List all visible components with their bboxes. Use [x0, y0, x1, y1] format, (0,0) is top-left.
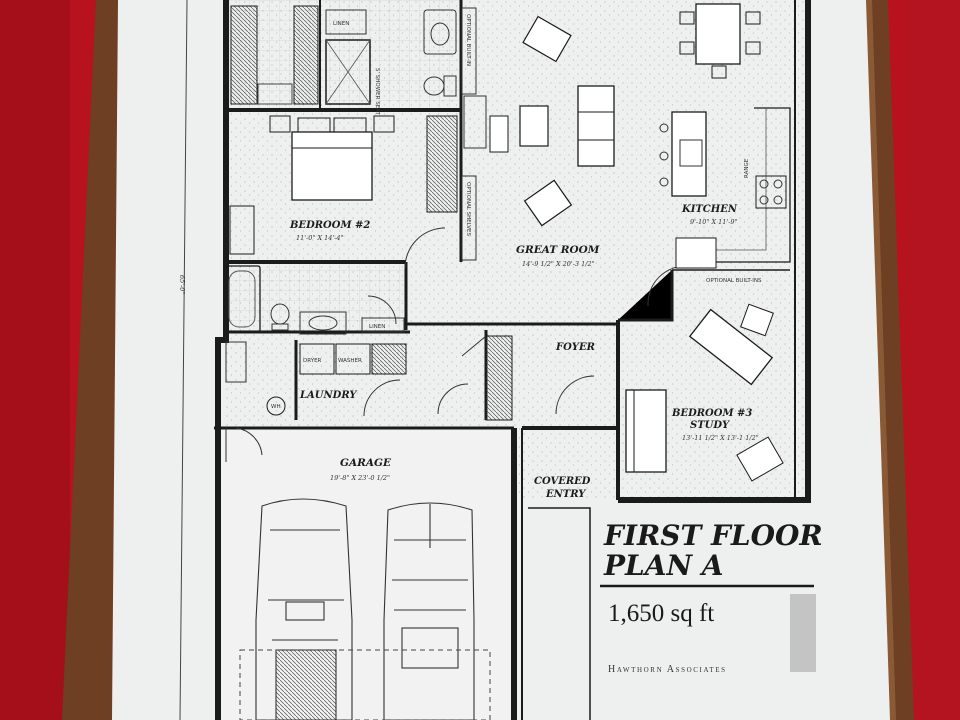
plan-title-line1: FIRST FLOOR — [603, 519, 823, 552]
bedroom3-label-line1: BEDROOM #3 — [671, 408, 752, 419]
covered-entry-label-line2: ENTRY — [545, 489, 586, 500]
plan-title-line2: PLAN A — [603, 549, 724, 582]
garage-label: GARAGE — [340, 457, 392, 469]
red-shadow-left — [0, 0, 70, 720]
kitchen-dim: 9'-10" X 11'-9" — [690, 218, 738, 226]
frame-right-inner — [866, 0, 896, 720]
shelves-label: OPTIONAL SHELVES — [465, 182, 471, 236]
dryer-label: DRYER — [303, 358, 322, 364]
car-right-outline — [383, 502, 475, 720]
optional-builtin-label: OPTIONAL BUILT-IN — [465, 14, 471, 66]
overall-dimension-line — [179, 0, 188, 720]
bedroom3-label-line2: STUDY — [690, 420, 730, 431]
bedroom3-dim: 13'-11 1/2" X 13'-1 1/2" — [682, 434, 759, 442]
wh-label: WH — [271, 404, 281, 410]
area-text: 1,650 sq ft — [608, 600, 714, 627]
laundry-label: LAUNDRY — [299, 390, 357, 401]
bedroom2-label: BEDROOM #2 — [289, 220, 370, 231]
linen-label: LINEN — [333, 21, 349, 27]
firm-name: Hawthorn Associates — [608, 664, 727, 675]
washer-label: WASHER — [338, 358, 362, 364]
great-room-label: GREAT ROOM — [516, 244, 600, 256]
optional-builtins-label: OPTIONAL BUILT-INS — [706, 278, 762, 284]
floor-plan: LINEN 5' SHOWER SEAT OPTIONAL BUILT-IN O… — [214, 0, 811, 720]
linen2-label: LINEN — [369, 324, 385, 330]
overall-dimension-text: 65'-0" — [178, 275, 186, 294]
foyer-label: FOYER — [555, 342, 595, 353]
title-block: FIRST FLOOR PLAN A 1,650 sq ft Hawthorn … — [600, 519, 823, 675]
range-label: RANGE — [744, 158, 750, 178]
gray-swatch — [790, 594, 816, 672]
frame-left — [62, 0, 118, 720]
shower-seat-label: 5' SHOWER SEAT — [374, 68, 380, 116]
red-shadow-right — [905, 0, 960, 720]
garage-dim: 19'-8" X 23'-0 1/2" — [330, 474, 390, 482]
great-room-dim: 14'-9 1/2" X 20'-3 1/2" — [522, 260, 595, 268]
kitchen-label: KITCHEN — [681, 204, 738, 215]
car-left-outline — [255, 498, 353, 720]
covered-entry-label-line1: COVERED — [534, 476, 591, 487]
bedroom2-dim: 11'-0" X 14'-4" — [296, 234, 344, 242]
